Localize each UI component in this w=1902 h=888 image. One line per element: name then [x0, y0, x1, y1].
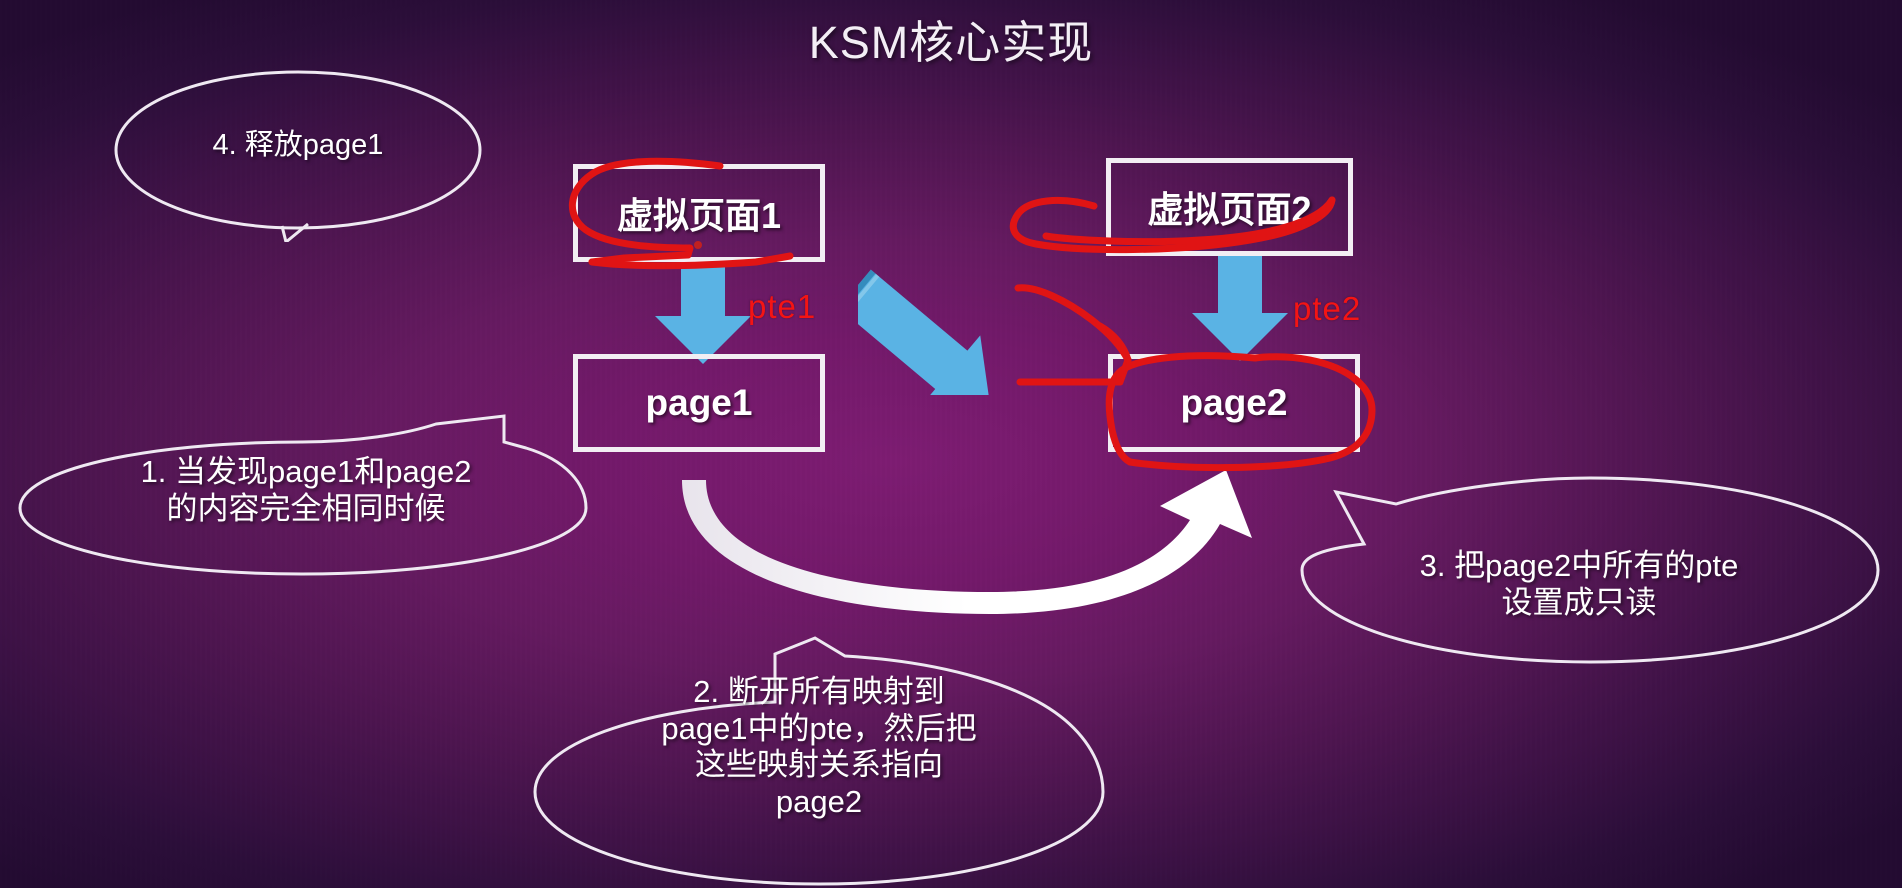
callout-1: 1. 当发现page1和page2 的内容完全相同时候	[6, 398, 606, 578]
box-page-2: page2	[1108, 354, 1360, 452]
arrow-virtual-page2-to-page1-diagonal	[858, 269, 990, 395]
callout-1-shape	[18, 414, 588, 576]
callout-4-text: 4. 释放page1	[212, 129, 384, 161]
callout-4: 4. 释放page1	[112, 68, 484, 245]
box-virtual-page-1-label: 虚拟页面1	[616, 195, 782, 236]
callout-2-shape	[533, 636, 1105, 886]
label-pte1: pte1	[748, 288, 817, 325]
box-virtual-page-1: 虚拟页面1	[573, 164, 825, 262]
callout-3-shape	[1300, 476, 1880, 664]
box-virtual-page-2: 虚拟页面2	[1106, 158, 1353, 256]
arrow-virtual-page2-to-page2	[1192, 255, 1288, 361]
callout-2-text: 2. 断开所有映射到 page1中的pte，然后把 这些映射关系指向 page2	[661, 674, 977, 819]
callout-3: 3. 把page2中所有的pte 设置成只读	[1268, 470, 1890, 672]
callout-3-text: 3. 把page2中所有的pte 设置成只读	[1419, 548, 1739, 620]
box-page-2-label: page2	[1180, 382, 1288, 423]
box-virtual-page-2-label: 虚拟页面2	[1147, 189, 1312, 230]
arrow-page1-to-page2-curved	[682, 470, 1252, 614]
label-pte2: pte2	[1293, 290, 1362, 327]
page-title: KSM核心实现	[808, 17, 1094, 68]
box-page-1-label: page1	[645, 382, 753, 423]
callout-1-text: 1. 当发现page1和page2 的内容完全相同时候	[140, 454, 472, 526]
box-page-1: page1	[573, 354, 825, 452]
arrow-virtual-page1-to-page1	[655, 258, 751, 364]
callout-2: 2. 断开所有映射到 page1中的pte，然后把 这些映射关系指向 page2	[525, 636, 1113, 888]
